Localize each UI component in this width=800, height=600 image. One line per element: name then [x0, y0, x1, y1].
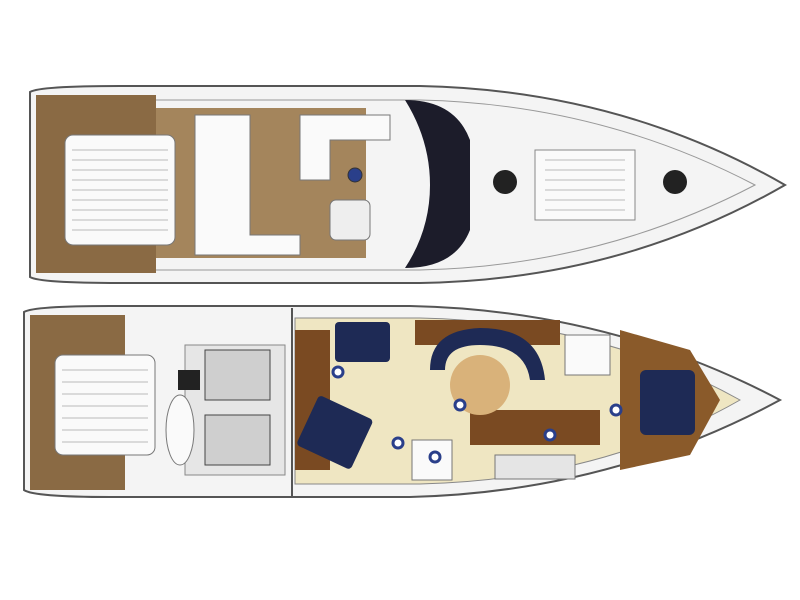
upper-deck-inner-line — [150, 99, 757, 271]
master-bed — [640, 370, 695, 435]
helm-console — [329, 199, 371, 241]
engine — [204, 349, 271, 401]
cockpit-seating — [194, 114, 301, 256]
light-spot — [609, 403, 623, 417]
upper-deck-plan — [29, 85, 788, 284]
aft-sunpad — [64, 134, 176, 246]
helm-seats — [299, 114, 391, 181]
engine — [204, 414, 271, 466]
ceiling-lights — [331, 365, 623, 464]
guest-bed — [297, 396, 373, 469]
deck-hatch-porthole — [663, 170, 687, 194]
galley-counter — [494, 454, 576, 480]
engine-room — [165, 344, 286, 476]
wood-floor — [470, 410, 600, 445]
tender — [165, 394, 195, 466]
windshield — [405, 100, 470, 268]
salon-table — [450, 355, 510, 415]
foredeck-hatch — [534, 149, 636, 221]
deck-hatch-porthole — [493, 170, 517, 194]
head — [564, 334, 611, 376]
light-spot — [391, 436, 405, 450]
light-spot — [453, 398, 467, 412]
lower-deck-plan — [23, 305, 783, 498]
light-spot — [428, 450, 442, 464]
salon-seating — [430, 328, 545, 380]
light-spot — [331, 365, 345, 379]
light-spot — [543, 428, 557, 442]
midship-bed — [335, 322, 390, 362]
aft-sunpad — [54, 354, 156, 456]
table-pedestal — [347, 167, 363, 183]
